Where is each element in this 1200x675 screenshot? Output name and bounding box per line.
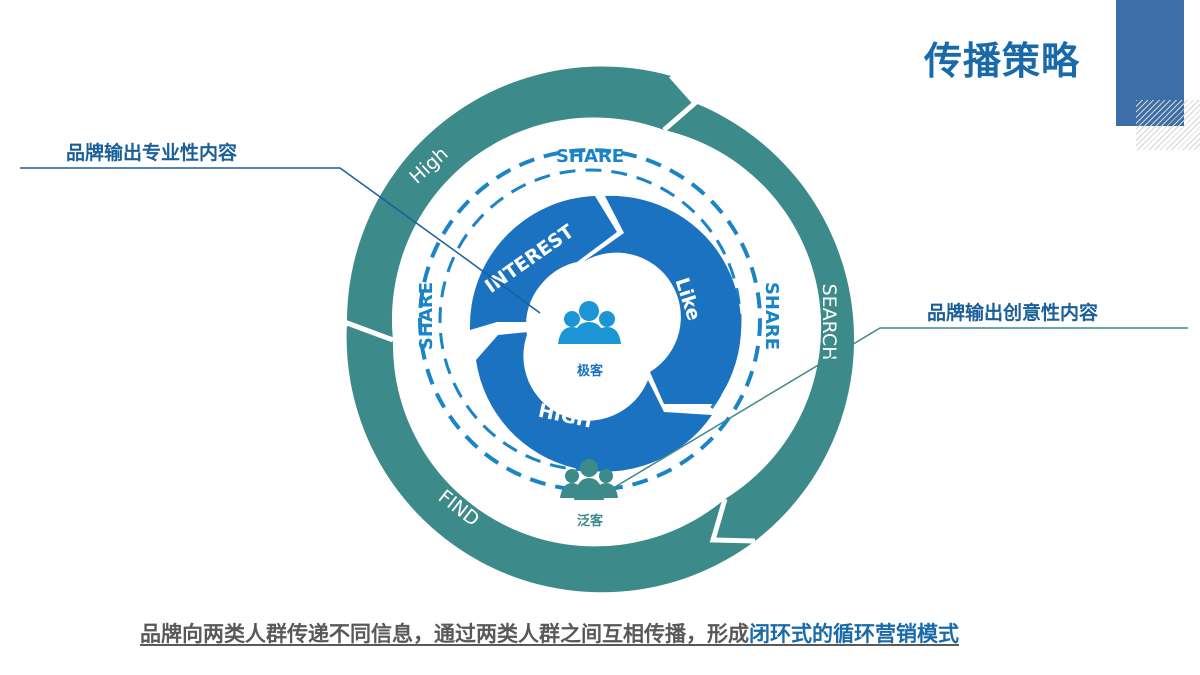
outer-ring-segment-bottom xyxy=(346,323,755,593)
corner-hatch-pattern xyxy=(1136,100,1200,150)
callout-right-leader xyxy=(599,327,1188,497)
center-label: 极客 xyxy=(577,363,604,379)
share-label-right: SHARE xyxy=(761,282,782,350)
segment-like xyxy=(583,195,742,404)
people-group-icon xyxy=(560,459,618,500)
callout-left-leader xyxy=(20,167,541,314)
segment-high xyxy=(476,332,712,472)
outer-label-search: SEARCH xyxy=(818,284,840,361)
outer-ring-segment-right xyxy=(664,103,855,541)
ring-separators xyxy=(323,74,756,544)
outer-ring xyxy=(346,66,855,593)
callout-creative-content: 品牌输出创意性内容 xyxy=(927,302,1099,324)
people-group-icon xyxy=(558,301,621,344)
page-title: 传播策略 xyxy=(924,39,1081,83)
outer-ring-segment-top xyxy=(346,66,695,340)
bottom-node-label: 泛客 xyxy=(577,513,604,529)
share-label-top: SHARE xyxy=(556,146,624,167)
summary-text-plain: 品牌向两类人群传递不同信息，通过两类人群之间互相传播，形成 xyxy=(140,622,749,646)
callout-professional-content: 品牌输出专业性内容 xyxy=(66,142,238,164)
inner-segments xyxy=(469,195,742,472)
segment-interest xyxy=(469,196,617,330)
share-label-left: SHARE xyxy=(416,282,437,350)
summary-text-highlight: 闭环式的循环营销模式 xyxy=(749,622,959,646)
summary-text: 品牌向两类人群传递不同信息，通过两类人群之间互相传播，形成闭环式的循环营销模式 xyxy=(140,618,959,648)
